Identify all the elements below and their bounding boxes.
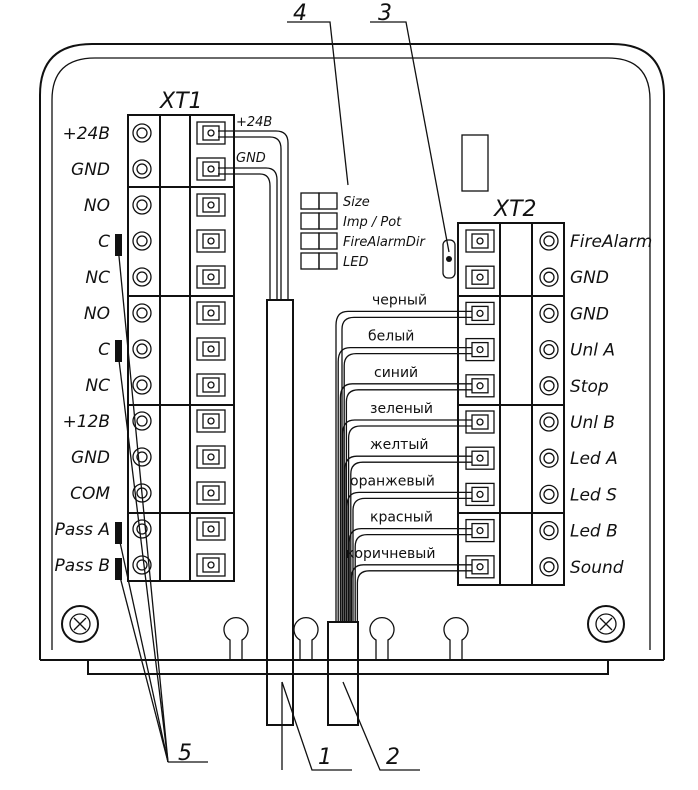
xt1-title: XT1	[159, 89, 203, 114]
wire-color-label: оранжевый	[350, 473, 435, 489]
xt2-terminal	[465, 229, 559, 253]
callout-3: 3	[378, 1, 392, 26]
xt1-terminal	[132, 157, 226, 181]
xt1-terminal-label: GND	[71, 160, 110, 180]
xt2-terminal-label: Led A	[570, 449, 618, 469]
xt1-terminal-label: +24В	[62, 124, 110, 144]
xt2-terminal-label: Stop	[570, 377, 609, 397]
xt2-terminal	[465, 482, 559, 507]
xt2-terminal	[465, 446, 559, 470]
xt1-terminal-label: C	[98, 232, 110, 252]
xt1-terminal-label: Pass A	[55, 520, 110, 540]
dip-switch-label: Size	[343, 195, 370, 210]
wire-color-label: черный	[372, 292, 427, 308]
callout-leaders	[117, 21, 450, 771]
xt2-title: XT2	[493, 197, 537, 222]
xt1-terminal	[132, 301, 226, 325]
xt1-terminal	[132, 373, 226, 397]
dip-switch-label: Imp / Pot	[343, 215, 402, 230]
dip-switch-label: FireAlarmDir	[343, 235, 427, 250]
dip-switch	[300, 232, 338, 250]
wire-color-label: красный	[370, 510, 433, 526]
xt2-terminal-label: Led S	[570, 485, 617, 505]
wire-color-label: белый	[368, 329, 414, 345]
signal-cable	[327, 621, 359, 726]
xt1-terminal	[132, 193, 226, 217]
xt1-terminal	[132, 553, 226, 577]
xt1-terminal	[132, 337, 226, 361]
firealarm-jumper	[442, 239, 456, 279]
xt1-terminal-label: NC	[85, 376, 110, 396]
xt2-terminal-label: GND	[570, 268, 609, 288]
keyhole-slots	[223, 616, 469, 660]
xt2-terminal	[465, 337, 559, 362]
xt2-block	[457, 222, 565, 586]
dip-switch	[300, 252, 338, 270]
xt2-terminal-label: Unl A	[570, 341, 615, 361]
mounting-screw-left	[61, 605, 99, 643]
xt1-wire-label-24v: +24В	[236, 115, 272, 130]
dip-switch	[300, 212, 338, 230]
xt2-terminal	[465, 555, 559, 579]
xt1-terminal	[132, 517, 226, 541]
xt1-terminal-label: NC	[85, 268, 110, 288]
xt1-terminal	[132, 445, 226, 469]
enclosure	[39, 43, 665, 675]
xt1-terminal	[132, 229, 226, 253]
callout-2: 2	[386, 745, 400, 770]
xt1-wire-label-gnd: GND	[236, 151, 266, 166]
xt2-terminal	[465, 374, 559, 398]
callout-4: 4	[293, 1, 307, 26]
mounting-screw-right	[587, 605, 625, 643]
opening	[461, 134, 489, 192]
xt2-terminal	[465, 265, 559, 289]
xt2-terminal-label: Sound	[570, 558, 624, 578]
xt2-terminal-label: FireAlarm	[570, 232, 652, 252]
xt2-terminal-label: Unl B	[570, 413, 615, 433]
wire-color-label: желтый	[370, 437, 428, 453]
xt2-terminal-label: GND	[570, 304, 609, 324]
xt1-terminal	[132, 265, 226, 289]
wire-color-label: коричневый	[346, 546, 435, 562]
dip-switch	[300, 192, 338, 210]
xt2-terminal	[465, 518, 559, 543]
wire-color-label: зеленый	[370, 401, 433, 417]
xt1-terminal-label: COM	[70, 484, 110, 504]
xt1-terminal-label: NO	[84, 304, 110, 324]
dip-switch-label: LED	[343, 255, 368, 270]
wire-color-label: синий	[374, 365, 418, 381]
xt1-terminal-label: C	[98, 340, 110, 360]
xt1-terminal	[132, 481, 226, 505]
callout-5: 5	[178, 741, 192, 766]
xt2-terminal	[465, 410, 559, 434]
marker-bars	[115, 234, 122, 580]
xt2-terminal	[465, 301, 559, 326]
callout-1: 1	[318, 745, 332, 770]
xt1-terminal-label: NO	[84, 196, 110, 216]
xt1-terminal-label: Pass B	[55, 556, 110, 576]
signal-wires: черный белый синий зеленый желтый оранжевый кр…	[335, 292, 472, 622]
xt1-terminal	[132, 409, 226, 433]
power-cable	[218, 130, 294, 726]
xt1-terminal-label: GND	[71, 448, 110, 468]
xt1-terminal	[132, 121, 226, 145]
xt2-terminal-label: Led B	[570, 522, 618, 542]
xt1-terminal-label: +12В	[62, 412, 110, 432]
